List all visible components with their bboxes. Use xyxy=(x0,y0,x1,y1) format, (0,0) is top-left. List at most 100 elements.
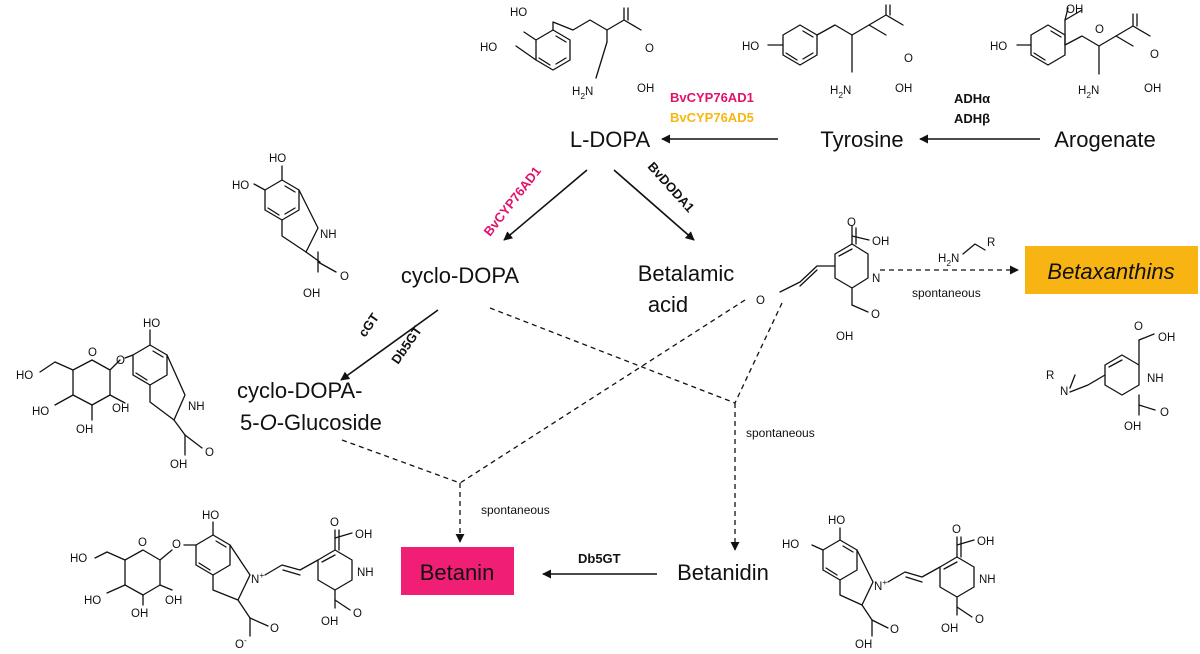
structure-amine: H2N R xyxy=(938,237,995,268)
atom-oh: OH xyxy=(977,536,994,548)
enzyme-bvdoda1: BvDODA1 xyxy=(645,159,698,215)
atom-o: O xyxy=(975,614,984,626)
label-spontaneous-betanidin: spontaneous xyxy=(746,426,815,440)
atom-n: N xyxy=(1060,386,1068,398)
atom-o-minus: O- xyxy=(235,635,247,651)
atom-ho: HO xyxy=(269,153,286,165)
cdg-prefix: 5- xyxy=(240,410,260,435)
betanin-box: Betanin xyxy=(401,547,514,595)
atom-o: O xyxy=(340,271,349,283)
atom-ho: HO xyxy=(828,515,845,527)
atom-o: O xyxy=(205,447,214,459)
atom-oh: OH xyxy=(872,236,889,248)
atom-oh: OH xyxy=(855,639,872,651)
atom-o: O xyxy=(847,217,856,229)
atom-ho: HO xyxy=(70,553,87,565)
atom-r: R xyxy=(987,237,995,249)
atom-o: O xyxy=(871,309,880,321)
atom-o: O xyxy=(88,347,97,359)
atom-o: O xyxy=(270,623,279,635)
label-spontaneous-betaxanthin: spontaneous xyxy=(912,286,981,300)
atom-o: O xyxy=(138,537,147,549)
structure-cyclo-dopa: HO HO NH O OH xyxy=(232,153,349,300)
node-betaxanthins: Betaxanthins xyxy=(1047,259,1174,284)
dash-betalamic-to-junction xyxy=(734,302,783,404)
dash-cyclo-dopa-to-junction xyxy=(489,307,736,404)
enzyme-bvcyp76ad5: BvCYP76AD5 xyxy=(670,110,754,125)
structure-cyclo-dopa-glucoside: HO O HO OH OH O HO NH O OH xyxy=(16,318,214,471)
dash-betalamic-to-betanin-junction xyxy=(459,299,746,484)
atom-ho: HO xyxy=(510,7,527,19)
enzyme-bvcyp76ad1-top: BvCYP76AD1 xyxy=(670,90,754,105)
atom-ho: HO xyxy=(32,406,49,418)
cdg-italic-o: O xyxy=(260,410,277,435)
atom-oh: OH xyxy=(170,459,187,471)
atom-o: O xyxy=(1134,321,1143,333)
cdg-suffix: -Glucoside xyxy=(277,410,382,435)
node-cyclo-dopa: cyclo-DOPA xyxy=(401,263,519,288)
enzyme-db5gt-bottom: Db5GT xyxy=(578,551,621,566)
enzyme-cgt: cGT xyxy=(355,310,382,339)
atom-oh: OH xyxy=(131,608,148,620)
arrow-cyclo-dopa-to-glucoside xyxy=(340,309,439,381)
enzyme-bvcyp76ad1-diagonal: BvCYP76AD1 xyxy=(481,164,544,239)
atom-oh: OH xyxy=(941,623,958,635)
atom-nh: NH xyxy=(979,574,996,586)
atom-h2n: H2N xyxy=(1078,85,1099,100)
atom-o: O xyxy=(1160,407,1169,419)
atom-o: O xyxy=(952,524,961,536)
atom-o: O xyxy=(1095,24,1104,36)
structure-betalamic-acid: O OH N O OH O xyxy=(756,217,889,343)
node-arogenate: Arogenate xyxy=(1054,127,1156,152)
atom-nh: NH xyxy=(357,567,374,579)
atom-ho: HO xyxy=(16,370,33,382)
atom-ho: HO xyxy=(143,318,160,330)
betanin-box-bg xyxy=(401,547,514,595)
enzyme-db5gt-diagonal: Db5GT xyxy=(388,323,425,367)
atom-ho: HO xyxy=(742,41,759,53)
atom-oh: OH xyxy=(76,424,93,436)
atom-oh: OH xyxy=(303,288,320,300)
atom-o: O xyxy=(645,43,654,55)
atom-oh: OH xyxy=(1124,421,1141,433)
atom-h2n: H2N xyxy=(938,253,959,268)
atom-nh: NH xyxy=(188,401,205,413)
atom-nh: NH xyxy=(1147,373,1164,385)
atom-oh: OH xyxy=(321,616,338,628)
atom-oh: OH xyxy=(1158,332,1175,344)
atom-o: O xyxy=(756,295,765,307)
atom-ho: HO xyxy=(232,180,249,192)
atom-ho: HO xyxy=(202,510,219,522)
atom-n-plus: N+ xyxy=(874,577,887,593)
structure-tyrosine: HO O OH H2N xyxy=(742,4,913,100)
label-spontaneous-betanin: spontaneous xyxy=(481,503,550,517)
atom-o: O xyxy=(116,355,125,367)
atom-oh: OH xyxy=(836,331,853,343)
betaxanthins-box: Betaxanthins xyxy=(1025,246,1198,294)
atom-h2n: H2N xyxy=(830,85,851,100)
atom-nh: NH xyxy=(320,229,337,241)
node-betanin: Betanin xyxy=(420,560,495,585)
atom-o: O xyxy=(353,608,362,620)
atom-n: N xyxy=(872,273,880,285)
atom-ho: HO xyxy=(84,595,101,607)
structure-betanidin: HO HO N+ O OH O OH NH O OH xyxy=(782,515,996,651)
atom-o: O xyxy=(1150,49,1159,61)
atom-o: O xyxy=(172,539,181,551)
node-betanidin: Betanidin xyxy=(677,560,769,585)
atom-ho: HO xyxy=(480,42,497,54)
atom-oh: OH xyxy=(1066,4,1083,16)
node-cyclo-dopa-glucoside-line1: cyclo-DOPA- xyxy=(237,378,363,403)
atom-oh: OH xyxy=(165,595,182,607)
node-betalamic-acid-line1: Betalamic xyxy=(638,261,735,286)
structure-arogenate: HO OH O O OH H2N xyxy=(990,4,1161,100)
atom-oh: OH xyxy=(895,83,912,95)
atom-n-plus: N+ xyxy=(251,570,264,586)
atom-ho: HO xyxy=(782,539,799,551)
node-cyclo-dopa-glucoside-line2: 5-O-Glucoside xyxy=(240,410,382,435)
atom-oh: OH xyxy=(112,403,129,415)
dash-glucoside-to-betanin-junction xyxy=(341,439,461,484)
atom-o: O xyxy=(330,517,339,529)
atom-oh: OH xyxy=(355,529,372,541)
